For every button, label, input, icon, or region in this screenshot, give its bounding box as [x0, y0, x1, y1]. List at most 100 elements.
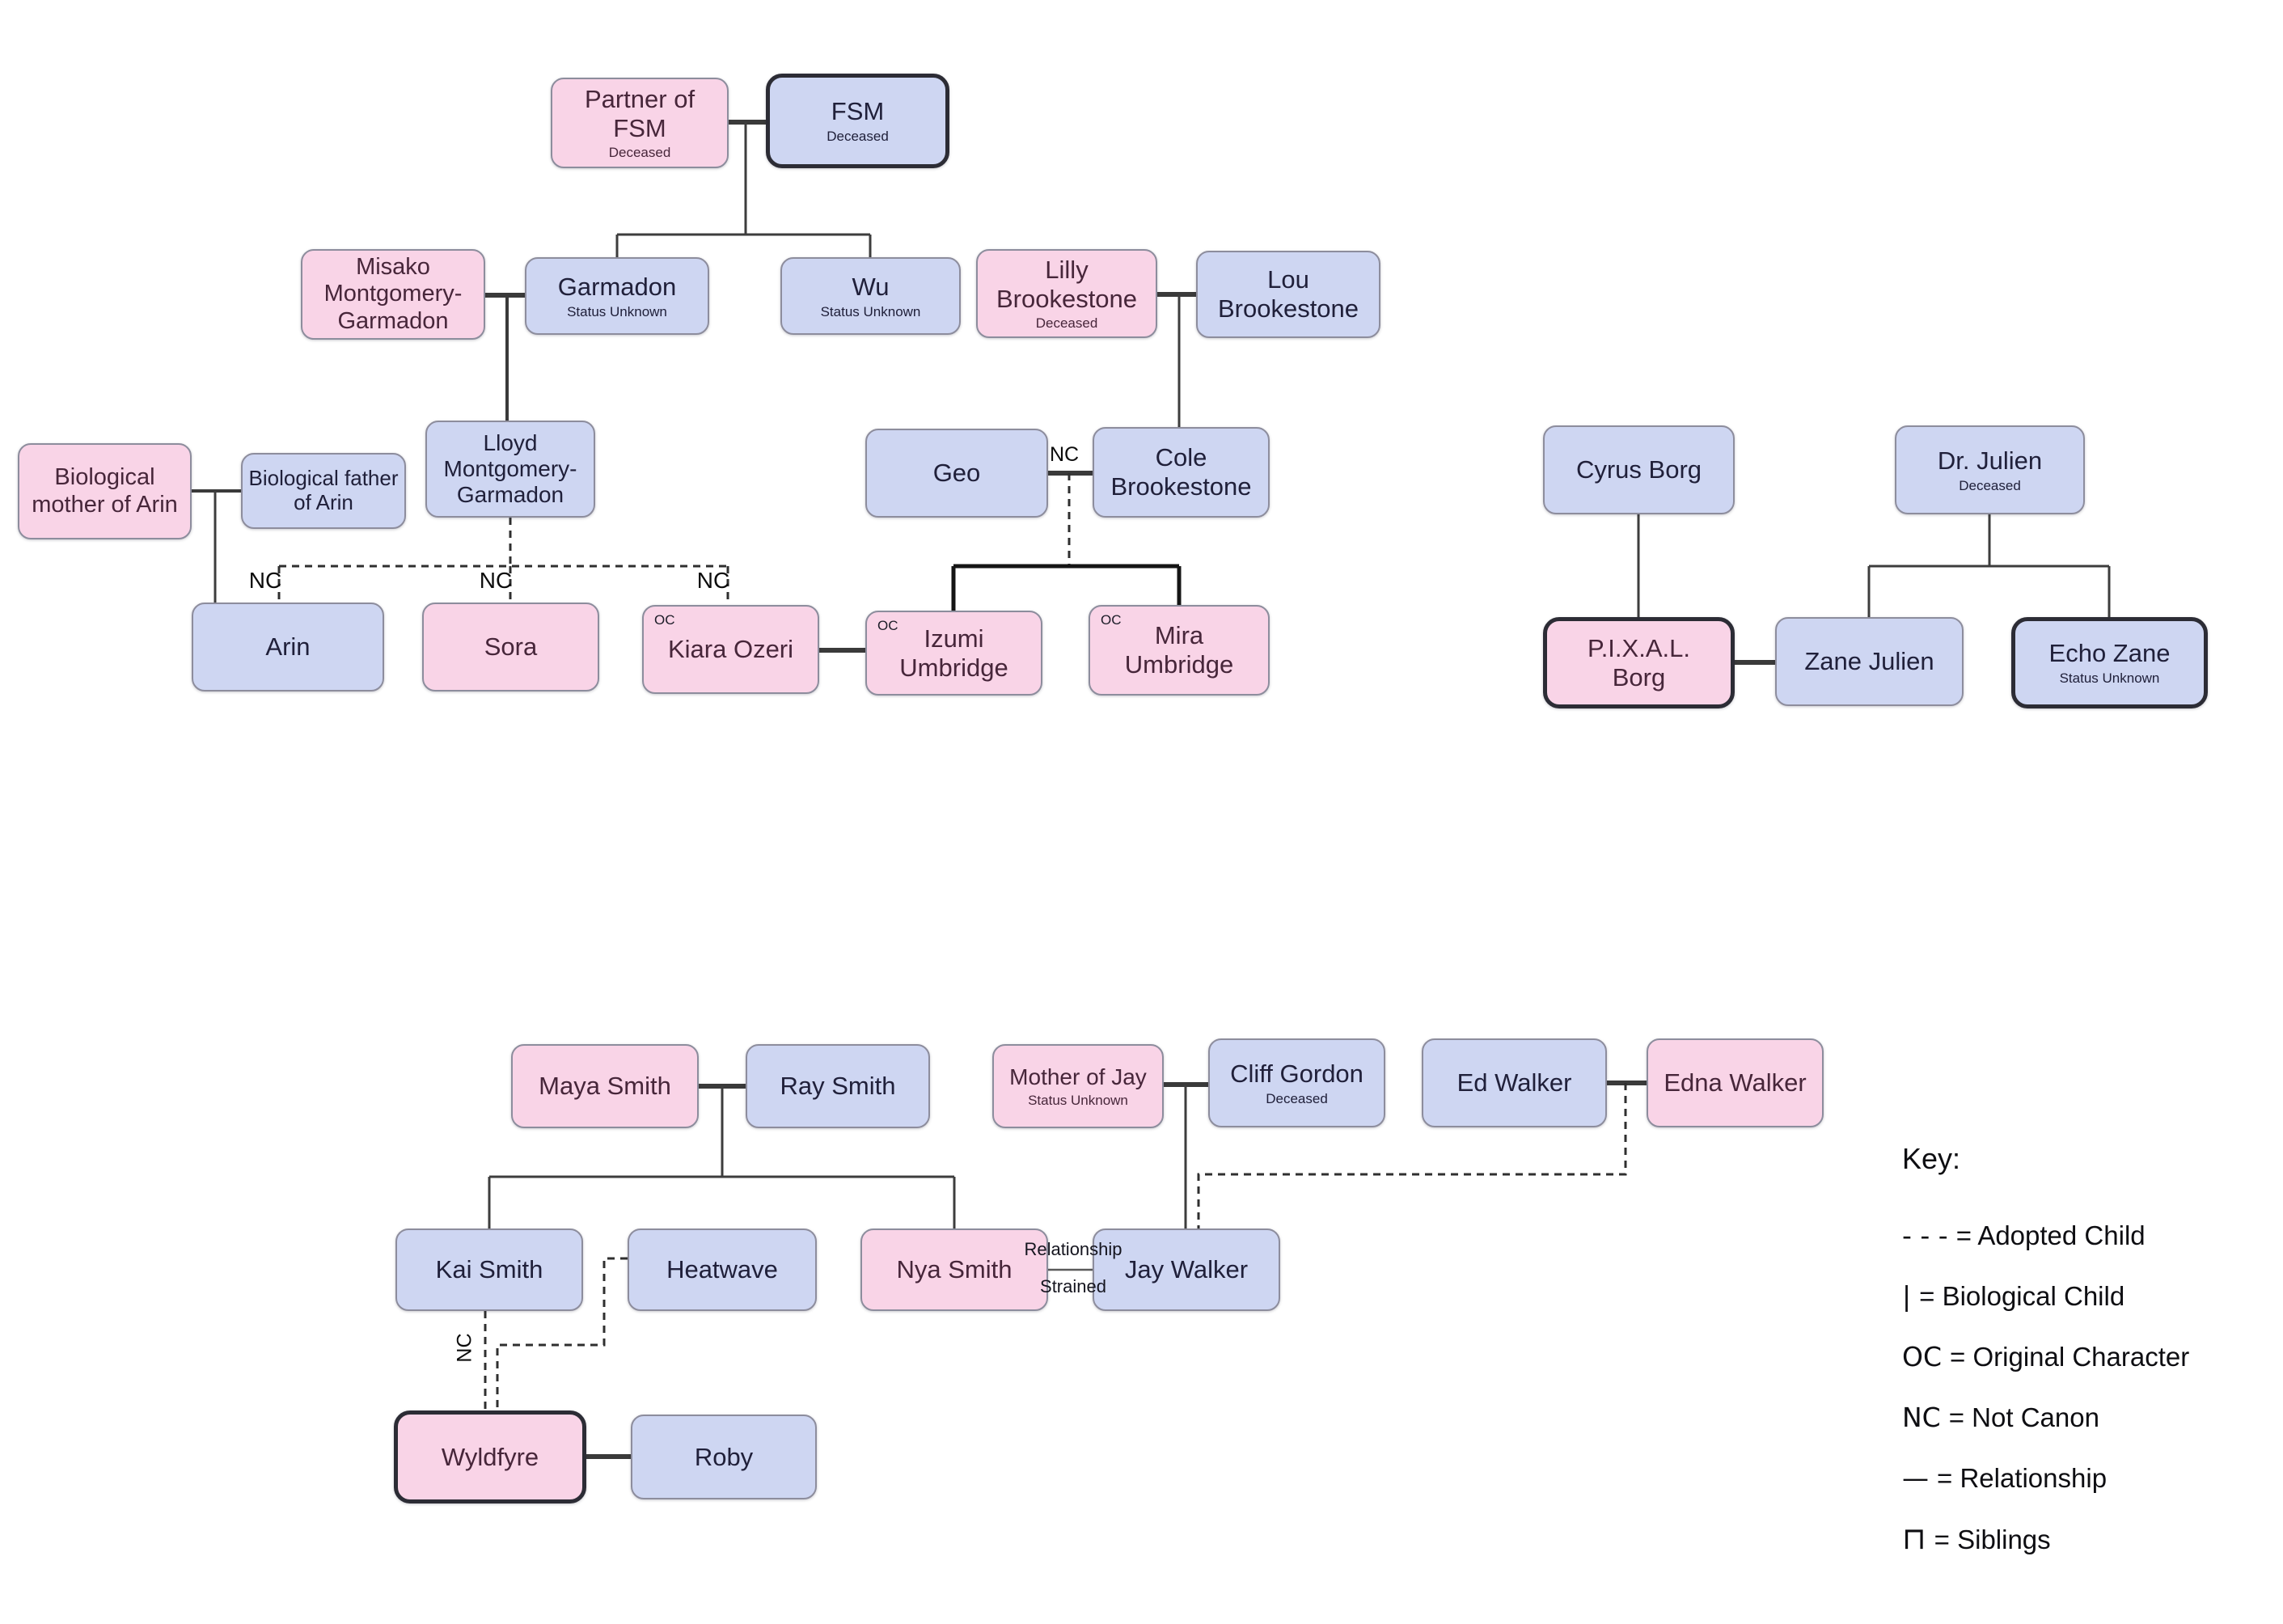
person-name: Cliff Gordon [1230, 1059, 1363, 1088]
node-fsm: FSM Deceased [766, 74, 949, 168]
nc-label-sora: NC [479, 568, 513, 593]
person-name: Edna Walker [1664, 1068, 1807, 1097]
legend-item-label: = Biological Child [1919, 1281, 2125, 1311]
person-name: Biological mother of Arin [32, 464, 178, 518]
person-name: Geo [932, 459, 981, 488]
adopted-dash-symbol: - - - [1902, 1220, 1948, 1251]
person-name: Wyldfyre [441, 1442, 539, 1471]
node-roby: Roby [631, 1415, 817, 1499]
legend-item-nc: NC= Not Canon [1902, 1402, 2099, 1433]
node-geo: Geo [865, 429, 1048, 518]
node-dr-julien: Dr. Julien Deceased [1895, 425, 2085, 514]
node-garmadon: Garmadon Status Unknown [525, 257, 709, 335]
person-name: Echo Zane [2048, 639, 2171, 668]
node-partner-of-fsm: Partner of FSM Deceased [551, 78, 729, 168]
node-wyldfyre: Wyldfyre [394, 1410, 586, 1503]
person-name: Mother of Jay [1009, 1064, 1147, 1089]
nc-label-arin: NC [248, 568, 282, 593]
nc-label-kai-wyldfyre: NC [453, 1333, 476, 1363]
person-name: Jay Walker [1124, 1255, 1249, 1284]
person-name: Nya Smith [896, 1255, 1013, 1284]
person-status: Deceased [1959, 477, 2021, 493]
person-name: Roby [694, 1442, 754, 1471]
person-name: Kai Smith [435, 1255, 543, 1284]
person-name: Sora [484, 632, 538, 662]
person-status: Deceased [827, 129, 889, 145]
person-name: Kiara Ozeri [667, 635, 794, 664]
person-status: Status Unknown [820, 303, 921, 319]
node-zane: Zane Julien [1775, 617, 1964, 706]
relationship-dash-symbol: — [1902, 1462, 1929, 1494]
person-name: FSM [831, 97, 885, 126]
person-status: Status Unknown [2059, 670, 2160, 687]
node-kai: Kai Smith [395, 1229, 583, 1311]
node-edna: Edna Walker [1647, 1038, 1824, 1127]
person-name: Ray Smith [780, 1072, 896, 1101]
person-name: Partner of FSM [584, 85, 695, 142]
node-izumi: OC Izumi Umbridge [865, 611, 1042, 696]
person-status: Deceased [1035, 315, 1098, 332]
person-name: Maya Smith [539, 1072, 671, 1101]
legend-item-oc: OC= Original Character [1902, 1341, 2189, 1372]
node-cyrus: Cyrus Borg [1543, 425, 1735, 514]
node-misako: Misako Montgomery-Garmadon [301, 249, 485, 340]
node-cliff: Cliff Gordon Deceased [1208, 1038, 1385, 1127]
node-heatwave: Heatwave [628, 1229, 817, 1311]
person-status: Status Unknown [567, 303, 667, 319]
person-status: Deceased [608, 145, 671, 161]
person-name: Heatwave [666, 1255, 778, 1284]
person-name: Arin [265, 632, 311, 662]
oc-symbol: OC [1902, 1341, 1943, 1372]
legend-item-label: = Not Canon [1948, 1402, 2099, 1432]
nc-symbol: NC [1902, 1402, 1941, 1433]
node-lilly: Lilly Brookestone Deceased [976, 249, 1157, 338]
node-lou: Lou Brookestone [1196, 251, 1380, 338]
person-name: P.I.X.A.L. Borg [1588, 633, 1690, 691]
person-name: Ed Walker [1456, 1068, 1572, 1097]
person-name: Izumi Umbridge [899, 624, 1008, 682]
legend-item-label: = Siblings [1934, 1525, 2051, 1554]
person-name: Dr. Julien [1937, 446, 2043, 475]
node-pixal: P.I.X.A.L. Borg [1543, 617, 1735, 708]
person-name: Mira Umbridge [1124, 621, 1234, 679]
legend-title: Key: [1902, 1142, 1961, 1175]
person-name: Cyrus Borg [1575, 455, 1702, 484]
person-name: Cole Brookestone [1110, 443, 1252, 501]
node-ed: Ed Walker [1422, 1038, 1607, 1127]
node-bio-father-arin: Biological father of Arin [241, 453, 406, 529]
person-name: Lou Brookestone [1217, 265, 1359, 323]
node-arin: Arin [192, 603, 384, 691]
person-name: Wu [852, 272, 890, 301]
strained-label-line1: Relationship [1024, 1239, 1122, 1259]
biological-bar-symbol: | [1902, 1280, 1912, 1312]
legend-item-siblings: ⊓ = Siblings [1902, 1523, 2051, 1555]
oc-tag: OC [1101, 612, 1122, 628]
legend-item-relationship: — = Relationship [1902, 1462, 2107, 1494]
legend-item-label: = Relationship [1937, 1463, 2108, 1493]
dash-walker-adoption-jay [1197, 1083, 1627, 1229]
dash-heatwave-wyldfyre [496, 1257, 628, 1410]
person-name: Garmadon [557, 272, 677, 301]
legend-item-label: = Original Character [1950, 1342, 2190, 1372]
node-bio-mother-arin: Biological mother of Arin [18, 443, 192, 539]
person-name: Biological father of Arin [248, 466, 399, 514]
node-maya: Maya Smith [511, 1044, 699, 1128]
person-status: Deceased [1266, 1090, 1328, 1106]
person-name: Lloyd Montgomery-Garmadon [443, 429, 577, 508]
person-name: Lilly Brookestone [996, 256, 1138, 313]
nc-label-kiara: NC [696, 568, 730, 593]
legend-item-label: = Adopted Child [1955, 1220, 2146, 1250]
node-nya: Nya Smith [860, 1229, 1048, 1311]
node-jay: Jay Walker [1093, 1229, 1280, 1311]
legend: Key: - - -= Adopted Child |= Biological … [1902, 1142, 2189, 1554]
person-name: Zane Julien [1804, 647, 1934, 676]
person-status: Status Unknown [1028, 1092, 1128, 1108]
node-ray: Ray Smith [746, 1044, 930, 1128]
oc-tag: OC [654, 612, 675, 628]
siblings-bracket-icon: ⊓ [1902, 1520, 1926, 1556]
oc-tag: OC [877, 618, 898, 633]
strained-label-line2: Strained [1040, 1276, 1106, 1296]
legend-item-biological: |= Biological Child [1902, 1280, 2124, 1312]
